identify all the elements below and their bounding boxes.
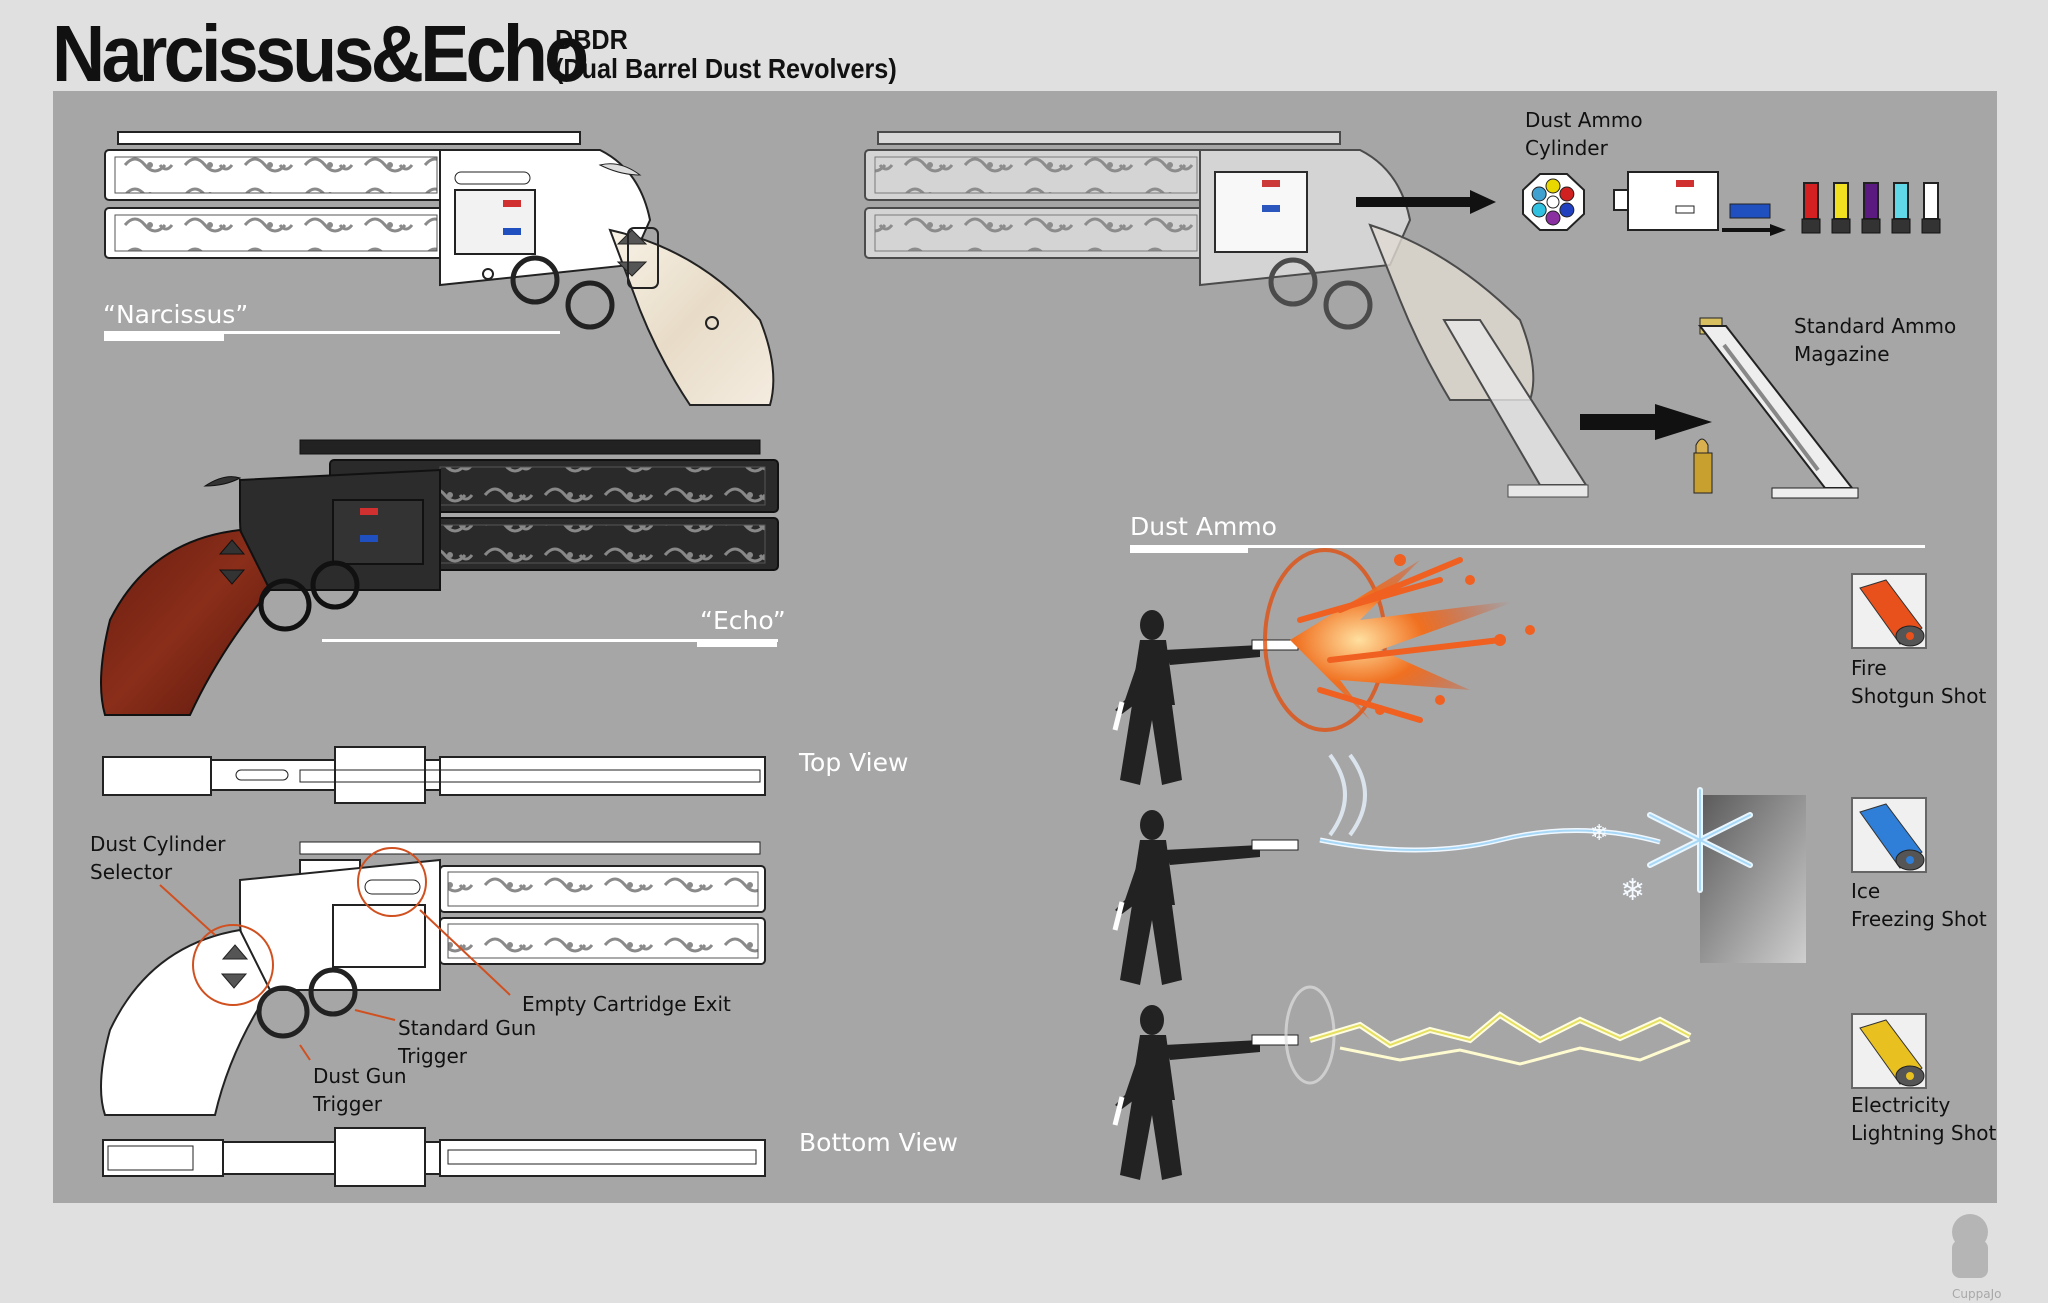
svg-text:❄: ❄ xyxy=(1590,821,1608,846)
ammo-type-electricity: Electricity Lightning Shot xyxy=(1851,1091,1996,1147)
ammo-type-fire: Fire Shotgun Shot xyxy=(1851,654,1986,710)
dust-cartridge xyxy=(1801,182,1821,234)
annotated-revolver xyxy=(100,841,766,1116)
standard-trigger-callout: Standard Gun Trigger xyxy=(398,1014,536,1070)
arrow-to-magazine xyxy=(1580,404,1712,440)
silhouette-figure xyxy=(1112,1005,1299,1180)
cylinder-label-line1: Dust Ammo xyxy=(1525,108,1643,132)
standard-trigger-line1: Standard Gun xyxy=(398,1016,537,1040)
narcissus-label: “Narcissus” xyxy=(103,300,249,329)
cylinder-label: Dust Ammo Cylinder xyxy=(1525,106,1643,162)
ammo-type-fire-shot: Shotgun Shot xyxy=(1851,684,1987,708)
author-logo: CuppaJo xyxy=(1952,1214,2001,1301)
arrow-to-cylinder xyxy=(1356,190,1496,214)
narcissus-rule-accent xyxy=(104,334,224,341)
selector-callout-line1: Dust Cylinder xyxy=(90,832,226,856)
cylinder-chamber xyxy=(1545,178,1561,194)
cylinder-side-view xyxy=(1613,171,1771,231)
selector-callout-line2: Selector xyxy=(90,860,173,884)
magazine-label-line1: Standard Ammo xyxy=(1794,314,1957,338)
ammo-type-electricity-shot: Lightning Shot xyxy=(1851,1121,1997,1145)
top-view-label: Top View xyxy=(799,748,909,777)
magazine-label-line2: Magazine xyxy=(1794,342,1890,366)
bottom-view-drawing xyxy=(102,1127,766,1187)
ammo-type-ice-shot: Freezing Shot xyxy=(1851,907,1987,931)
dust-cartridge xyxy=(1861,182,1881,234)
shotgun-shell-icon xyxy=(1851,573,1927,649)
cylinder-chamber xyxy=(1559,186,1575,202)
dust-cartridge xyxy=(1921,182,1941,234)
author-logo-text: CuppaJo xyxy=(1952,1287,2001,1301)
page-code: DBDR xyxy=(555,24,628,55)
silhouette-figure xyxy=(1112,810,1299,985)
silhouette-figure xyxy=(1112,610,1299,785)
dust-trigger-line2: Trigger xyxy=(313,1092,382,1116)
dust-ammo-cylinder xyxy=(1522,173,1585,231)
ammo-type-fire-name: Fire xyxy=(1851,656,1887,680)
dust-cartridge xyxy=(1831,182,1851,234)
bottom-view-label: Bottom View xyxy=(799,1128,958,1157)
lightning-effect xyxy=(1284,985,1692,1085)
dust-cartridges xyxy=(1801,182,1941,234)
standard-bullet xyxy=(1693,438,1713,494)
ammo-type-ice-name: Ice xyxy=(1851,879,1881,903)
page-title: Narcissus&Echo xyxy=(52,9,589,98)
ice-effect: ❄ ❄ xyxy=(1319,753,1806,963)
shotgun-shell-icon xyxy=(1851,1013,1927,1089)
cylinder-chamber xyxy=(1545,210,1561,226)
cylinder-chamber xyxy=(1559,202,1575,218)
exploded-revolver xyxy=(864,131,1589,498)
dust-ammo-rule xyxy=(1130,545,1925,548)
dust-trigger-line1: Dust Gun xyxy=(313,1064,407,1088)
page-subtitle: (Dual Barrel Dust Revolvers) xyxy=(555,53,897,84)
arrow-to-cartridges xyxy=(1722,224,1786,236)
ammo-type-electricity-name: Electricity xyxy=(1851,1093,1951,1117)
cylinder-chamber xyxy=(1531,186,1547,202)
cylinder-chamber xyxy=(1531,202,1547,218)
ammo-type-ice: Ice Freezing Shot xyxy=(1851,877,1987,933)
shotgun-shell-icon xyxy=(1851,797,1927,873)
echo-rule xyxy=(322,639,778,642)
cylinder-label-line2: Cylinder xyxy=(1525,136,1608,160)
fire-effect xyxy=(1263,548,1535,732)
cylinder-chamber xyxy=(1546,195,1560,209)
standard-magazine xyxy=(1697,317,1859,499)
echo-label: “Echo” xyxy=(700,606,786,635)
echo-rule-accent xyxy=(697,640,777,647)
top-view-drawing xyxy=(102,746,766,804)
exit-callout: Empty Cartridge Exit xyxy=(522,992,731,1016)
svg-text:❄: ❄ xyxy=(1620,873,1645,908)
dust-trigger-callout: Dust Gun Trigger xyxy=(313,1062,407,1118)
narcissus-revolver xyxy=(104,131,775,406)
dust-ammo-rule-accent xyxy=(1130,546,1248,553)
selector-callout: Dust Cylinder Selector xyxy=(90,830,226,886)
magazine-label: Standard Ammo Magazine xyxy=(1794,312,1956,368)
echo-revolver xyxy=(100,439,779,716)
standard-trigger-line2: Trigger xyxy=(398,1044,467,1068)
sheet-panel xyxy=(53,91,1997,1203)
narcissus-rule xyxy=(104,331,560,334)
dust-cartridge xyxy=(1891,182,1911,234)
dust-ammo-section-title: Dust Ammo xyxy=(1130,512,1277,541)
